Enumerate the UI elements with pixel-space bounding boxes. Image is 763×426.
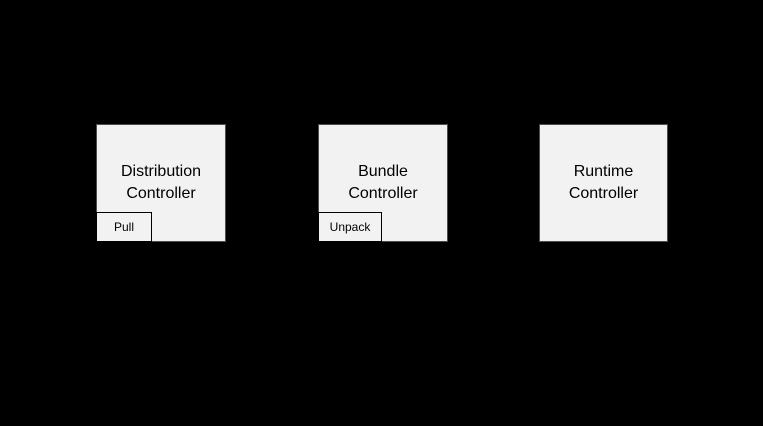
node-distribution-controller: Distribution Controller Pull (96, 124, 226, 242)
node-runtime-controller: Runtime Controller (539, 124, 668, 242)
node-bundle-controller: Bundle Controller Unpack (318, 124, 448, 242)
badge-unpack: Unpack (318, 212, 382, 242)
node-bundle-controller-label: Bundle Controller (348, 163, 418, 202)
node-distribution-controller-label: Distribution Controller (120, 163, 202, 202)
badge-pull: Pull (96, 212, 152, 242)
node-runtime-controller-label: Runtime Controller (568, 163, 639, 202)
